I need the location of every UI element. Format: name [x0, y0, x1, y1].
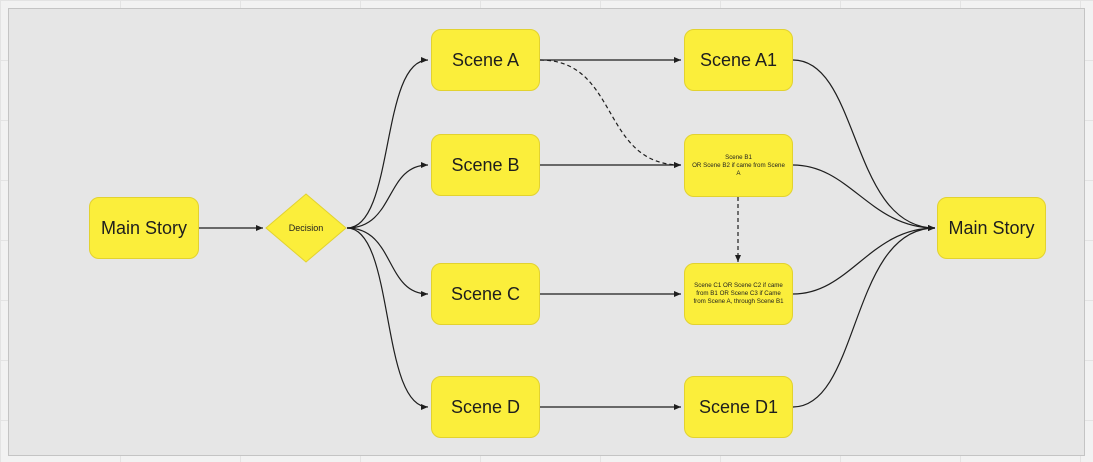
node-scene-c[interactable]: Scene C [431, 263, 540, 325]
edge-decision-to-scene-c [346, 227, 429, 297]
edge-scene-a-to-b1-dashed [539, 59, 682, 168]
node-scene-a-label: Scene A [451, 49, 520, 70]
node-decision[interactable]: Decision [265, 193, 347, 263]
edge-decision-to-scene-d [346, 227, 429, 410]
node-scene-d1-label: Scene D1 [698, 396, 779, 417]
node-scene-c-label: Scene C [450, 283, 521, 304]
edge-decision-to-scene-a [346, 57, 429, 229]
node-scene-d[interactable]: Scene D [431, 376, 540, 438]
node-scene-b1-label-line2: OR Scene B2 if came from Scene A [692, 161, 785, 177]
node-main-story-start[interactable]: Main Story [89, 197, 199, 259]
node-scene-a1[interactable]: Scene A1 [684, 29, 793, 91]
node-scene-d-label: Scene D [450, 396, 521, 417]
edge-decision-to-scene-b [346, 162, 429, 229]
edge-b1-to-main-end [792, 164, 936, 231]
decision-diamond-shape [265, 193, 347, 263]
edge-c1-to-main-end [792, 225, 936, 295]
node-scene-a[interactable]: Scene A [431, 29, 540, 91]
node-scene-d1[interactable]: Scene D1 [684, 376, 793, 438]
node-decision-label: Decision [288, 223, 324, 233]
node-scene-b1-label-line1: Scene B1 [725, 153, 752, 161]
node-scene-a1-label: Scene A1 [699, 49, 778, 70]
node-scene-c1[interactable]: Scene C1 OR Scene C2 if came from B1 OR … [684, 263, 793, 325]
edge-d1-to-main-end [792, 225, 936, 408]
node-scene-b[interactable]: Scene B [431, 134, 540, 196]
node-main-story-start-label: Main Story [100, 217, 188, 238]
node-main-story-end-label: Main Story [948, 217, 1035, 238]
node-main-story-end[interactable]: Main Story [937, 197, 1046, 259]
node-scene-b1[interactable]: Scene B1 OR Scene B2 if came from Scene … [684, 134, 793, 197]
edge-a1-to-main-end [792, 59, 936, 231]
node-scene-b-label: Scene B [451, 154, 520, 175]
node-scene-c1-label: Scene C1 OR Scene C2 if came from B1 OR … [693, 282, 784, 305]
